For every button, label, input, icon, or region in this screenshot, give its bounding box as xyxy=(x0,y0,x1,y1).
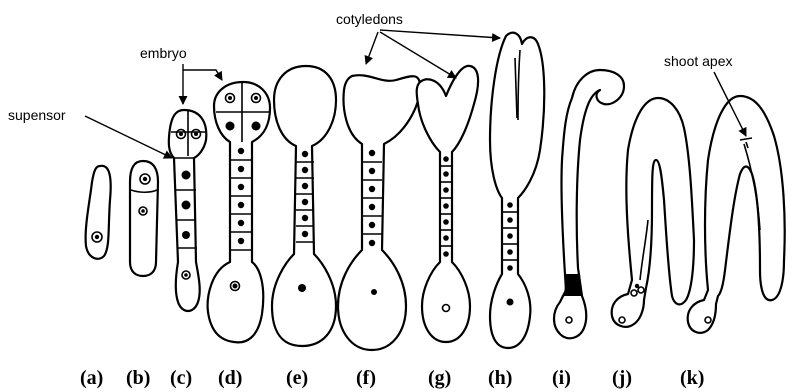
stage-b-two-celled xyxy=(130,161,158,276)
stage-label-d: (d) xyxy=(218,367,242,389)
stage-h-torpedo-embryo xyxy=(490,33,544,348)
stage-label-i: (i) xyxy=(552,367,571,389)
cotyledons-arrow-g xyxy=(380,32,456,78)
stage-f-heart-embryo xyxy=(338,75,420,350)
stage-label-h: (h) xyxy=(488,367,512,389)
cotyledons-arrow-f xyxy=(366,32,378,64)
supensor-arrow xyxy=(85,116,172,158)
stage-j-curved-embryo xyxy=(612,98,694,327)
embryo-arrow-d xyxy=(183,70,222,80)
stage-c-proembryo xyxy=(169,110,206,311)
stage-label-b: (b) xyxy=(126,367,150,389)
stage-a-zygote xyxy=(86,166,111,259)
stage-label-c: (c) xyxy=(170,367,192,389)
stage-i-walking-stick-embryo xyxy=(554,70,624,338)
stage-label-f: (f) xyxy=(356,367,376,389)
supensor-label: supensor xyxy=(8,107,66,123)
stage-g-heart-embryo xyxy=(417,66,478,342)
stage-label-j: (j) xyxy=(612,367,632,389)
stage-label-e: (e) xyxy=(286,367,308,389)
stage-label-k: (k) xyxy=(680,367,704,389)
embryo-label: embryo xyxy=(140,45,187,61)
stage-label-g: (g) xyxy=(428,367,451,389)
shoot-apex-label: shoot apex xyxy=(664,53,733,69)
stage-e-globular-embryo xyxy=(272,66,336,346)
stage-label-a: (a) xyxy=(80,367,103,389)
cotyledons-arrow-h xyxy=(380,30,500,38)
stage-d-globular-embryo xyxy=(208,82,270,342)
stage-k-mature-embryo xyxy=(688,96,785,333)
cotyledons-label: cotyledons xyxy=(336,11,403,27)
